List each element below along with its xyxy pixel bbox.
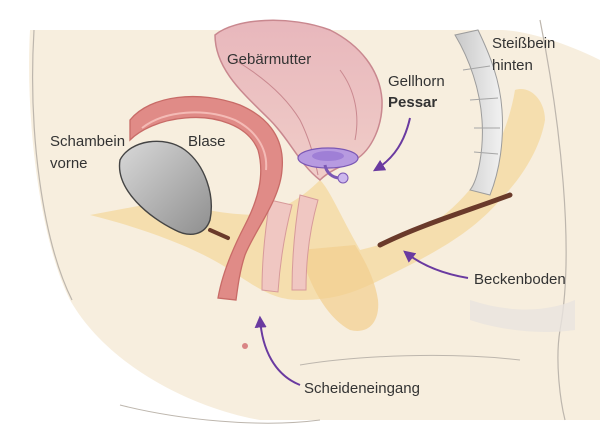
label-pubic-line2: vorne	[50, 155, 88, 172]
label-uterus: Gebärmutter	[227, 51, 311, 68]
pelvic-floor-muscle	[90, 89, 545, 331]
bladder	[129, 96, 284, 301]
label-pelvic-floor: Beckenboden	[474, 271, 566, 288]
gellhorn-pessary	[297, 147, 359, 184]
marker-dot	[242, 343, 248, 349]
pessary-arrow	[372, 117, 411, 172]
coccyx-bone	[454, 29, 503, 196]
label-coccyx-line2: hinten	[492, 57, 533, 74]
label-vaginal-opening: Scheideneingang	[304, 380, 420, 397]
pubic-bone	[118, 140, 230, 240]
pelvic-floor-arrow	[403, 250, 469, 279]
vaginal-opening-arrow	[254, 315, 301, 386]
pelvic-floor-edge	[377, 192, 513, 248]
label-pessary-line1: Gellhorn	[388, 73, 445, 90]
label-pessary-line2: Pessar	[388, 94, 437, 111]
vaginal-canal	[261, 194, 319, 293]
label-pubic-line1: Schambein	[50, 133, 125, 150]
label-bladder: Blase	[188, 133, 226, 150]
label-coccyx-line1: Steißbein	[492, 35, 555, 52]
